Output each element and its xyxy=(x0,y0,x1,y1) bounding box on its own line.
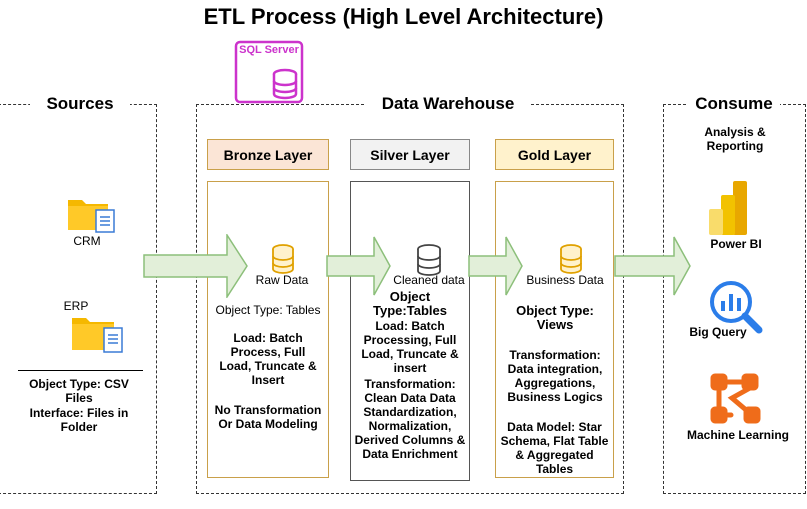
erp-label: ERP xyxy=(63,299,89,313)
gold-transformation: Transformation: Data integration, Aggreg… xyxy=(507,348,603,404)
gold-database-icon xyxy=(559,244,583,279)
sources-divider xyxy=(18,370,143,371)
gold-data-model: Data Model: Star Schema, Flat Table & Ag… xyxy=(500,420,609,476)
bronze-layer-header: Bronze Layer xyxy=(207,139,329,170)
bronze-load: Load: Batch Process, Full Load, Truncate… xyxy=(219,331,317,387)
machine-learning-label: Machine Learning xyxy=(686,428,790,442)
bronze-database-icon xyxy=(271,244,295,279)
machine-learning-icon xyxy=(710,373,762,430)
arrow-gold-to-consume xyxy=(614,236,691,296)
gold-layer-header: Gold Layer xyxy=(495,139,614,170)
bronze-object-type: Object Type: Tables xyxy=(215,303,321,317)
arrow-silver-to-gold xyxy=(468,236,523,296)
crm-label: CRM xyxy=(73,234,101,248)
sources-title: Sources xyxy=(30,94,130,114)
silver-database-icon xyxy=(416,244,442,281)
big-query-icon xyxy=(707,280,771,345)
crm-folder-icon xyxy=(66,194,116,239)
silver-layer-box xyxy=(350,181,470,481)
page-title: ETL Process (High Level Architecture) xyxy=(203,4,604,29)
big-query-label: Big Query xyxy=(689,325,747,339)
gold-object-type: Object Type: Views xyxy=(516,303,594,332)
erp-folder-icon xyxy=(70,312,126,359)
silver-object-type: Object Type:Tables xyxy=(373,289,447,318)
sources-interface: Interface: Files in Folder xyxy=(29,406,129,434)
silver-layer-header: Silver Layer xyxy=(350,139,470,170)
silver-load: Load: Batch Processing, Full Load, Trunc… xyxy=(361,319,459,375)
bronze-layer-box xyxy=(207,181,329,478)
power-bi-label: Power BI xyxy=(710,237,762,251)
sql-server-label: SQL Server xyxy=(239,44,299,56)
gold-db-label: Business Data xyxy=(526,273,604,287)
sql-server-icon: SQL Server xyxy=(234,40,304,104)
silver-transformation: Transformation: Clean Data Data Standard… xyxy=(354,377,466,461)
arrow-sources-to-bronze xyxy=(143,234,248,298)
warehouse-title: Data Warehouse xyxy=(366,94,530,114)
power-bi-icon xyxy=(707,181,751,240)
gold-layer-box xyxy=(495,181,614,478)
silver-db-label: Cleaned data xyxy=(393,273,465,287)
arrow-bronze-to-silver xyxy=(326,236,391,296)
bronze-transformation: No Transformation Or Data Modeling xyxy=(214,403,322,431)
consume-title: Consume xyxy=(688,94,780,114)
bronze-db-label: Raw Data xyxy=(255,273,309,287)
sources-object-type: Object Type: CSV Files xyxy=(29,377,129,405)
consume-analysis: Analysis & Reporting xyxy=(704,125,766,153)
